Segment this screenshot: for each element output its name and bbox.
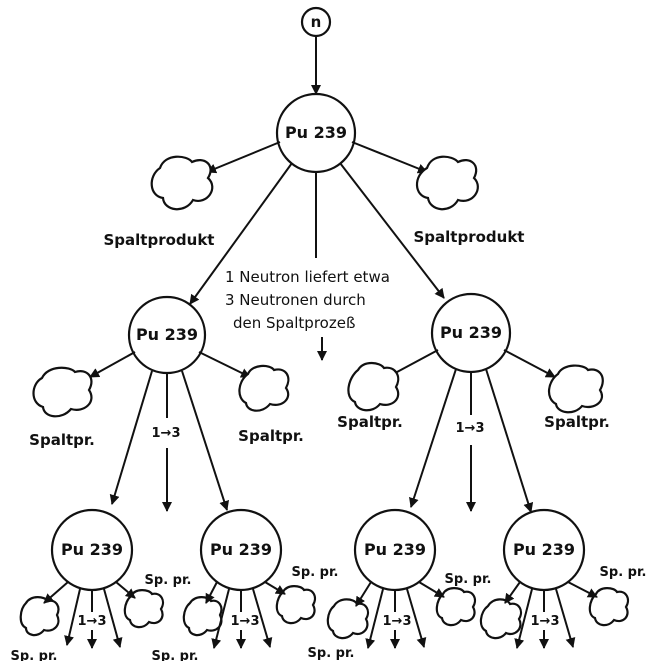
fission-product-blob-root-left [150,155,214,211]
fission-product-blob-root-right [415,155,479,211]
fission-product-label-left: Spaltprodukt [104,231,215,249]
edge-root-to-fp-left [206,141,281,174]
fission-product-blob-l3-2-left [182,596,223,637]
edge-l3-2-n-left [211,588,230,649]
pu239-l3-label-1: Pu 239 [61,540,123,559]
edge-left-to-lr [181,370,229,511]
neutron-label: n [311,13,322,31]
fission-product-blob-l2-rleft [347,361,400,412]
edge-l3-2-fp-left [205,581,218,604]
note-line-2: 3 Neutronen durch [225,291,366,309]
pu239-l3-label-4: Pu 239 [513,540,575,559]
edge-left-to-fp-right [198,351,251,378]
pu239-left-label: Pu 239 [136,325,198,344]
fission-product-blob-l3-4-left [479,598,523,640]
fission-product-blob-l2-left [32,366,93,418]
fission-product-blob-l2-rright [548,364,604,414]
ratio-label-l2-right: 1→3 [456,421,485,436]
fission-product-blob-l3-3-left [326,598,370,640]
edge-root-to-right [339,162,445,299]
ratio-label-l3-4: 1→3 [531,614,560,629]
edge-l3-4-n-left [514,588,533,649]
ratio-label-l3-1: 1→3 [78,614,107,629]
edge-l3-2-n-right [252,588,273,648]
edge-right-to-fp-right [503,349,556,378]
pu239-l3-label-2: Pu 239 [210,540,272,559]
edge-l3-4-fp-left [504,581,521,604]
ratio-label-l3-2: 1→3 [231,614,260,629]
edge-right-to-rr [485,368,534,513]
edge-l3-1-n-left [64,588,81,646]
edge-l3-4-fp-right [567,581,598,598]
edge-root-to-fp-right [351,141,428,174]
fission-product-short-label-l2-rright: Spaltpr. [544,413,610,431]
edge-l3-1-fp-right [115,581,136,599]
fission-product-blob-l3-1-right [123,589,165,629]
edge-l3-1-n-right [103,588,123,648]
fission-product-short-label-l2-rleft: Spaltpr. [337,413,403,431]
sp-pr-label-l3-2-right: Sp. pr. [292,565,339,580]
fission-product-short-label-l2-right: Spaltpr. [238,427,304,445]
fission-product-blob-l3-2-right [275,585,317,625]
sp-pr-label-l3-3-left: Sp. pr. [308,646,355,661]
note-line-1: 1 Neutron liefert etwa [225,268,390,286]
fission-product-blob-l3-4-right [588,587,630,627]
sp-pr-label-l3-1-right: Sp. pr. [145,573,192,588]
fission-product-blob-l3-1-left [19,596,60,637]
edge-l3-4-n-right [555,588,576,648]
pu239-root-label: Pu 239 [285,123,347,142]
fission-product-short-label-l2-left: Spaltpr. [29,431,95,449]
sp-pr-label-l3-4-right: Sp. pr. [600,565,647,580]
edge-right-to-rl [409,368,457,508]
edge-l3-3-fp-left [355,581,372,607]
ratio-label-l2-left: 1→3 [152,426,181,441]
edge-left-to-ll [109,370,153,505]
edge-root-to-left [189,162,293,305]
sp-pr-label-l3-1-left: Sp. pr. [11,649,58,661]
edge-l3-3-n-right [406,588,427,648]
fission-product-blob-l3-3-right [435,587,477,627]
pu239-l3-label-3: Pu 239 [364,540,426,559]
sp-pr-label-l3-2-left: Sp. pr. [152,649,199,661]
edge-left-to-fp-left [89,351,136,378]
ratio-label-l3-3: 1→3 [383,614,412,629]
fission-product-label-right: Spaltprodukt [414,228,525,246]
edge-l3-3-n-left [365,588,384,649]
edge-l3-2-fp-right [264,581,286,595]
pu239-right-label: Pu 239 [440,323,502,342]
note-line-3: den Spaltprozeß [233,314,355,332]
edge-l3-3-fp-right [418,581,445,598]
edge-l3-1-fp-left [43,581,69,604]
sp-pr-label-l3-3-right: Sp. pr. [445,572,492,587]
fission-product-blob-l2-right [238,364,290,412]
